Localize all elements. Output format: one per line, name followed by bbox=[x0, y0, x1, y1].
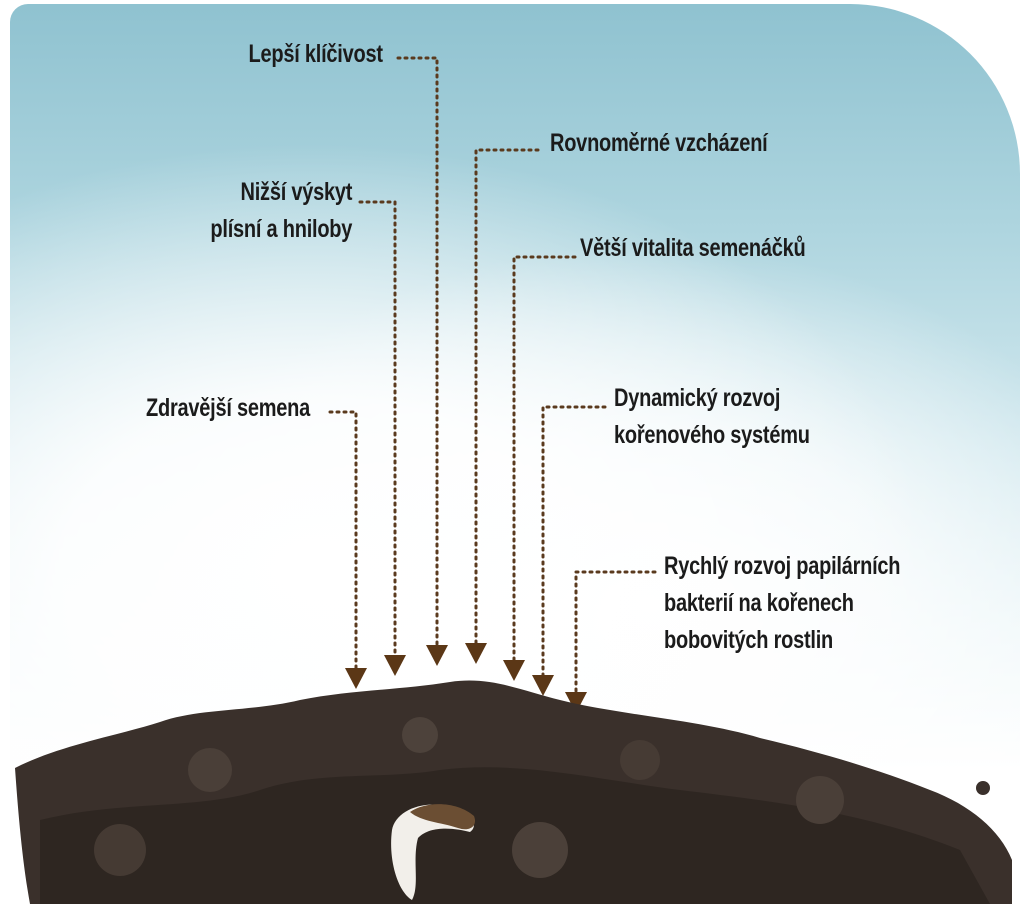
arrow-down-icon bbox=[345, 668, 367, 689]
leader-uniform-emergence bbox=[474, 148, 540, 645]
label-seedling-vitality: Větší vitalita semenáčků bbox=[580, 230, 806, 267]
leader-root-development bbox=[541, 405, 607, 677]
leader-lower-mold bbox=[358, 200, 397, 657]
label-text: bakterií na kořenech bbox=[664, 589, 854, 617]
arrow-down-icon bbox=[532, 675, 554, 696]
seed-icon bbox=[391, 804, 476, 900]
arrow-down-icon bbox=[503, 660, 525, 681]
label-text: bobovitých rostlin bbox=[664, 626, 834, 654]
label-text: Lepší klíčivost bbox=[248, 40, 383, 68]
label-root-development: Dynamický rozvoj kořenového systému bbox=[614, 380, 810, 454]
leader-better-germination bbox=[396, 56, 439, 647]
arrow-down-icon bbox=[384, 655, 406, 676]
label-healthier-seeds: Zdravější semena bbox=[146, 390, 310, 427]
label-text: Rovnoměrné vzcházení bbox=[550, 129, 768, 157]
label-bacteria: Rychlý rozvoj papilárních bakterií na ko… bbox=[664, 548, 901, 659]
label-text: kořenového systému bbox=[614, 421, 810, 449]
leader-bacteria bbox=[574, 570, 657, 694]
label-text: plísní a hniloby bbox=[210, 215, 352, 243]
label-text: Rychlý rozvoj papilárních bbox=[664, 552, 901, 580]
label-text: Zdravější semena bbox=[145, 394, 310, 422]
label-text: Dynamický rozvoj bbox=[614, 384, 781, 412]
leader-seedling-vitality bbox=[512, 255, 577, 662]
label-lower-mold: Nižší výskyt plísní a hniloby bbox=[210, 174, 352, 248]
arrow-down-icon bbox=[565, 692, 587, 713]
leader-healthier-seeds bbox=[328, 410, 358, 670]
label-better-germination: Lepší klíčivost bbox=[249, 36, 383, 73]
label-text: Větší vitalita semenáčků bbox=[580, 234, 806, 262]
label-uniform-emergence: Rovnoměrné vzcházení bbox=[550, 125, 768, 162]
label-text: Nižší výskyt bbox=[240, 178, 352, 206]
arrow-down-icon bbox=[465, 643, 487, 664]
arrow-down-icon bbox=[426, 645, 448, 666]
soil-mound bbox=[15, 680, 1012, 904]
